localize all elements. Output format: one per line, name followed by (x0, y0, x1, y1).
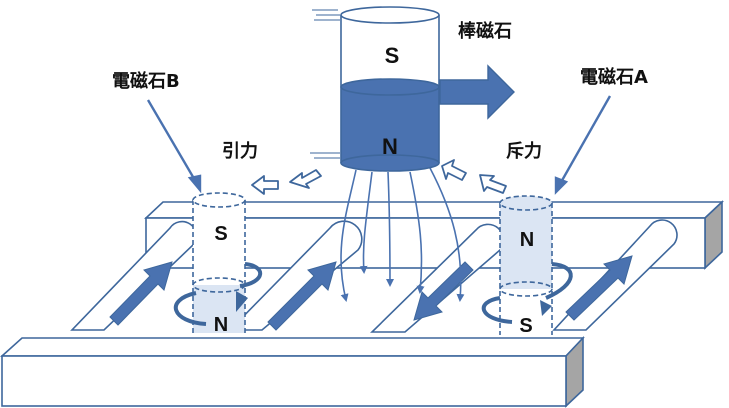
bar-magnet-top-pole: S (385, 43, 400, 68)
electromagnet-a-top-pole: N (520, 229, 534, 251)
magnetic-field-lines (340, 167, 465, 302)
electromagnet-a (481, 195, 573, 335)
motion-lines (310, 9, 340, 159)
bar-magnet-label: 棒磁石 (458, 20, 512, 42)
coil-current-arrow-b (236, 291, 248, 312)
electromagnet-a-bottom-pole: S (519, 315, 532, 337)
bar-magnet-bottom-pole: N (382, 134, 398, 159)
roller-arrow-3-down (413, 261, 474, 321)
roller-arrow-1-up (109, 261, 173, 326)
attraction-arrow-magnet (289, 169, 322, 189)
roller-current-arrows (109, 255, 633, 331)
electromagnet-b (173, 192, 263, 335)
electromagnet-a-label: 電磁石A (580, 66, 648, 88)
repulsion-arrow-a (479, 174, 507, 194)
attraction-arrow-b (251, 175, 279, 195)
attraction-label: 引力 (222, 141, 258, 162)
coil-current-arrow-a (540, 300, 552, 316)
electromagnet-b-bottom-pole: N (214, 314, 228, 336)
electromagnet-b-label: 電磁石B (112, 70, 180, 92)
electromagnet-b-top-pole: S (214, 223, 227, 245)
repulsion-arrow-magnet (441, 159, 467, 181)
roller-arrow-2-up (267, 261, 337, 331)
label-pointers (146, 95, 612, 195)
front-rail (0, 335, 585, 408)
bar-magnet (310, 6, 515, 172)
force-arrows (251, 159, 507, 195)
repulsion-label: 斥力 (506, 141, 542, 162)
roller-arrow-4-up (565, 255, 633, 321)
roller-2 (228, 220, 363, 331)
motion-arrow (439, 64, 515, 120)
